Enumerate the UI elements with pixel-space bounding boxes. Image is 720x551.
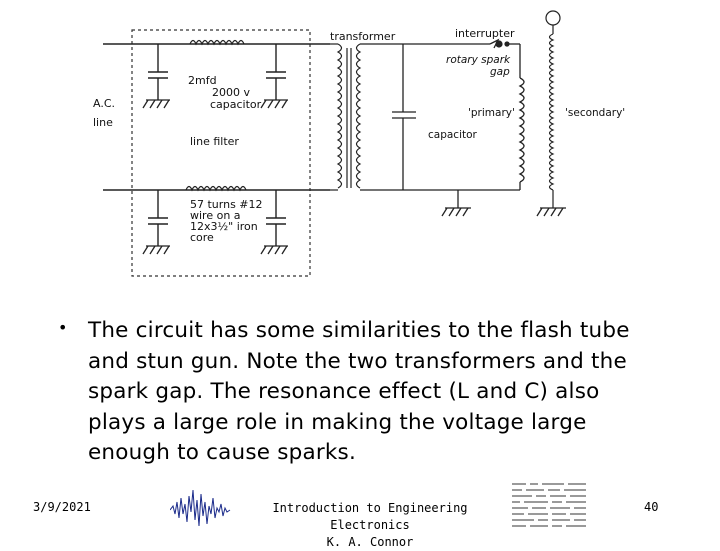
page-number: 40 <box>644 500 659 514</box>
primary-circuit-wiring <box>360 38 525 208</box>
label-core: core <box>190 231 214 244</box>
label-cap-2mfd: 2mfd <box>188 74 217 87</box>
label-interrupter: interrupter <box>455 27 515 40</box>
ground-symbols <box>142 99 566 255</box>
footer-center: Introduction to Engineering Electronics … <box>250 500 490 551</box>
label-line-filter: line filter <box>190 135 239 148</box>
label-line: line <box>93 116 113 129</box>
label-rotary-spark: rotary spark <box>446 54 511 66</box>
label-turns: 57 turns #12 <box>190 198 263 211</box>
step-up-transformer <box>330 43 362 191</box>
bullet-marker: • <box>58 318 68 337</box>
label-capacitor-mid: capacitor <box>428 129 478 141</box>
label-cap-2000v: 2000 v <box>212 86 250 99</box>
label-primary: 'primary' <box>468 107 515 119</box>
label-iron: 12x3½" iron <box>190 220 258 233</box>
label-secondary: 'secondary' <box>565 107 625 119</box>
line-filter-enclosure <box>131 29 311 277</box>
footer-course-title: Introduction to Engineering Electronics <box>272 501 468 532</box>
label-transformer: transformer <box>330 30 396 43</box>
top-filter-inductor <box>189 39 245 46</box>
tesla-coil-circuit-diagram: transformer interrupter rotary spark gap… <box>93 10 625 277</box>
filter-capacitors-bottom <box>148 190 286 246</box>
label-gap: gap <box>490 66 510 78</box>
circuit-board-logo-icon <box>512 483 586 527</box>
label-capacitor-left: capacitor <box>210 98 262 111</box>
secondary-coil <box>545 10 561 208</box>
label-ac: A.C. <box>93 97 115 110</box>
bottom-filter-inductor <box>185 185 247 192</box>
bullet-text: The circuit has some similarities to the… <box>88 318 630 465</box>
rotary-spark-gap <box>495 40 510 48</box>
label-wire-on: wire on a <box>190 209 241 222</box>
footer-author: K. A. Connor <box>326 535 414 549</box>
waveform-logo-icon <box>170 489 231 527</box>
filter-capacitors-top <box>148 44 286 100</box>
footer-date: 3/9/2021 <box>33 500 91 514</box>
